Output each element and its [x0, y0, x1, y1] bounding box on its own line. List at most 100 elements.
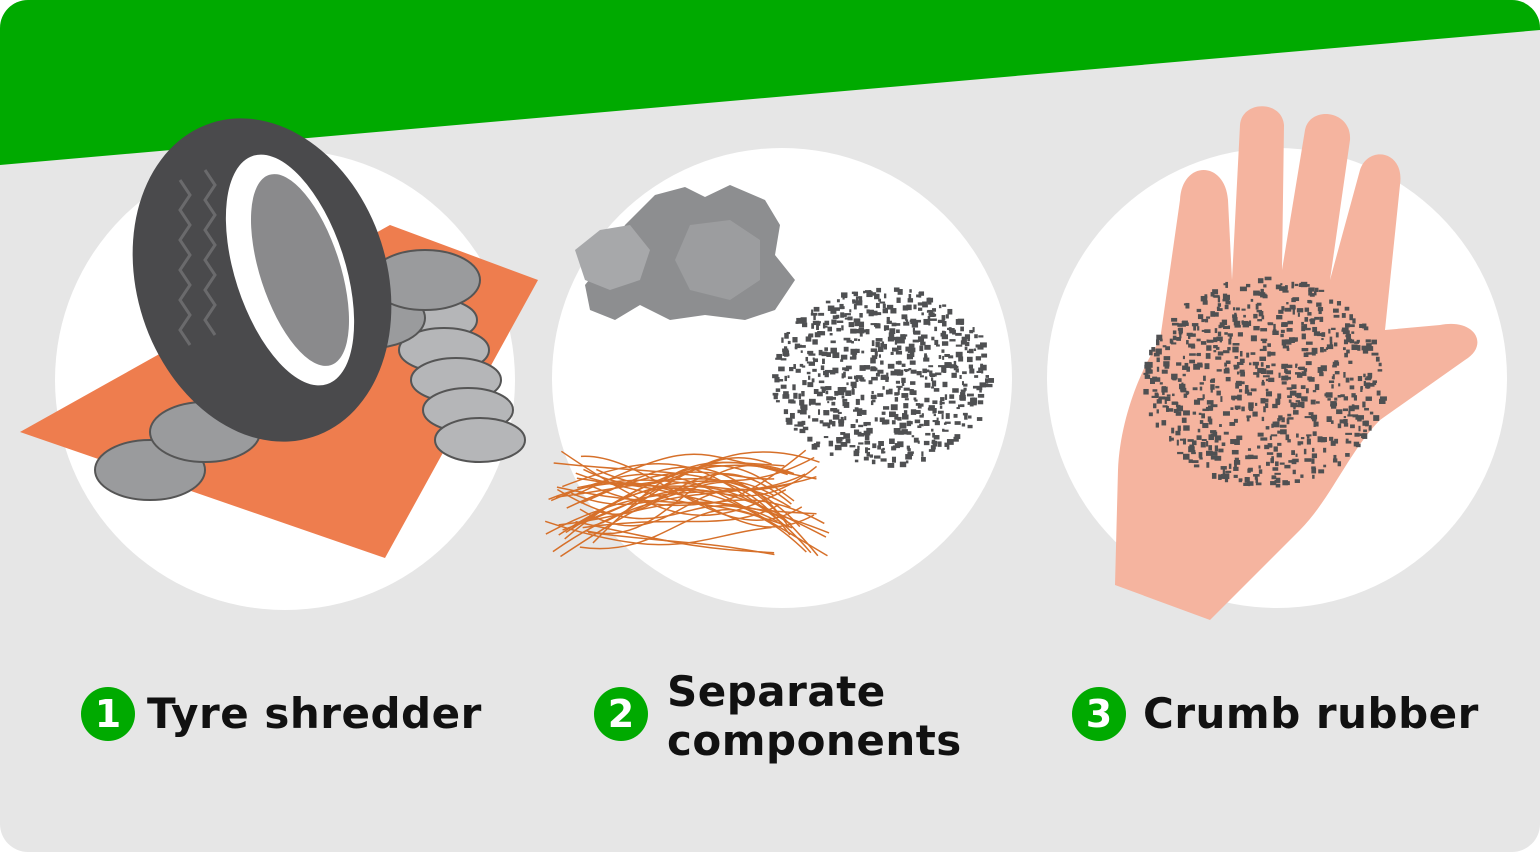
crumb — [828, 440, 834, 447]
crumb — [1281, 339, 1286, 346]
crumb — [806, 361, 812, 364]
crumb — [1239, 358, 1245, 364]
crumb — [1275, 284, 1282, 290]
crumb — [981, 353, 988, 358]
crumb — [818, 349, 823, 356]
crumb — [875, 338, 883, 342]
crumb — [1318, 310, 1322, 315]
crumb — [1305, 388, 1309, 394]
crumb — [1282, 322, 1289, 325]
crumb — [924, 397, 930, 403]
crumb — [805, 356, 809, 362]
crumb — [981, 369, 984, 374]
crumb — [1357, 376, 1363, 382]
crumb — [927, 315, 931, 320]
crumb — [1275, 461, 1279, 467]
crumb — [1246, 352, 1250, 358]
crumb — [916, 371, 922, 376]
wire — [558, 501, 830, 534]
crumb — [964, 334, 971, 340]
crumb — [1296, 433, 1299, 438]
crumb-rubber-pile — [1143, 276, 1387, 488]
crumb — [823, 410, 830, 416]
crumb — [831, 396, 836, 400]
crumb — [816, 441, 821, 444]
crumb — [1206, 440, 1209, 447]
crumb — [1314, 331, 1317, 335]
crumb — [1279, 424, 1287, 428]
crumb — [1169, 435, 1172, 442]
crumb — [880, 360, 884, 365]
crumb — [808, 415, 811, 419]
crumb — [1205, 353, 1211, 359]
crumb — [1312, 431, 1317, 436]
crumb — [1154, 392, 1159, 399]
crumb — [798, 393, 802, 400]
crumb — [923, 420, 930, 426]
crumb — [1255, 365, 1258, 369]
crumb — [939, 400, 943, 406]
crumb — [825, 300, 831, 304]
crumb — [985, 375, 989, 378]
crumb — [811, 309, 814, 316]
crumb — [1367, 382, 1375, 387]
crumb — [1299, 366, 1305, 371]
crumb — [1225, 281, 1229, 288]
crumb — [964, 341, 970, 347]
crumb — [942, 320, 947, 327]
crumb — [1291, 459, 1297, 465]
crumb — [1345, 440, 1352, 444]
crumb — [929, 312, 935, 317]
crumb — [1293, 410, 1299, 415]
crumb — [1281, 306, 1285, 311]
crumb — [878, 354, 881, 358]
crumb — [1350, 424, 1355, 429]
step-2-label-line1: Separate — [667, 667, 886, 716]
crumb — [1333, 454, 1337, 461]
crumb — [1197, 398, 1204, 401]
crumb — [1301, 321, 1304, 326]
crumb — [1245, 385, 1249, 390]
crumb — [1227, 347, 1231, 351]
crumb — [1213, 345, 1218, 349]
crumb — [1246, 415, 1251, 418]
crumb — [1272, 330, 1279, 335]
crumb — [1271, 363, 1276, 367]
crumb — [863, 365, 871, 370]
crumb — [1196, 308, 1202, 313]
crumb — [933, 388, 940, 392]
crumb — [1286, 418, 1290, 425]
crumb — [1306, 438, 1311, 445]
crumb — [843, 402, 850, 408]
crumb — [972, 400, 976, 403]
crumb — [1286, 347, 1290, 351]
crumb — [1285, 370, 1291, 375]
crumb — [917, 425, 922, 429]
crumb — [1213, 350, 1217, 353]
crumb — [1275, 477, 1281, 483]
crumb — [904, 307, 908, 311]
crumb — [813, 443, 820, 448]
crumb — [893, 428, 901, 433]
crumb — [1193, 363, 1201, 370]
crumb — [1343, 372, 1346, 378]
crumb — [877, 445, 882, 450]
crumb — [1305, 352, 1313, 355]
crumb — [871, 459, 876, 465]
crumb — [822, 358, 825, 364]
crumb — [1321, 332, 1326, 337]
crumb — [1193, 399, 1201, 405]
crumb — [911, 322, 919, 328]
crumb — [1148, 412, 1153, 417]
crumb — [1214, 445, 1219, 452]
crumb — [1308, 412, 1314, 416]
crumb — [946, 439, 954, 445]
crumb — [1228, 338, 1232, 345]
step-1-badge: 1 — [81, 687, 135, 741]
crumb — [780, 358, 787, 361]
crumb — [954, 421, 961, 425]
crumb — [1274, 421, 1280, 424]
crumb — [961, 381, 964, 386]
crumb — [1275, 398, 1281, 405]
crumb — [792, 337, 798, 343]
